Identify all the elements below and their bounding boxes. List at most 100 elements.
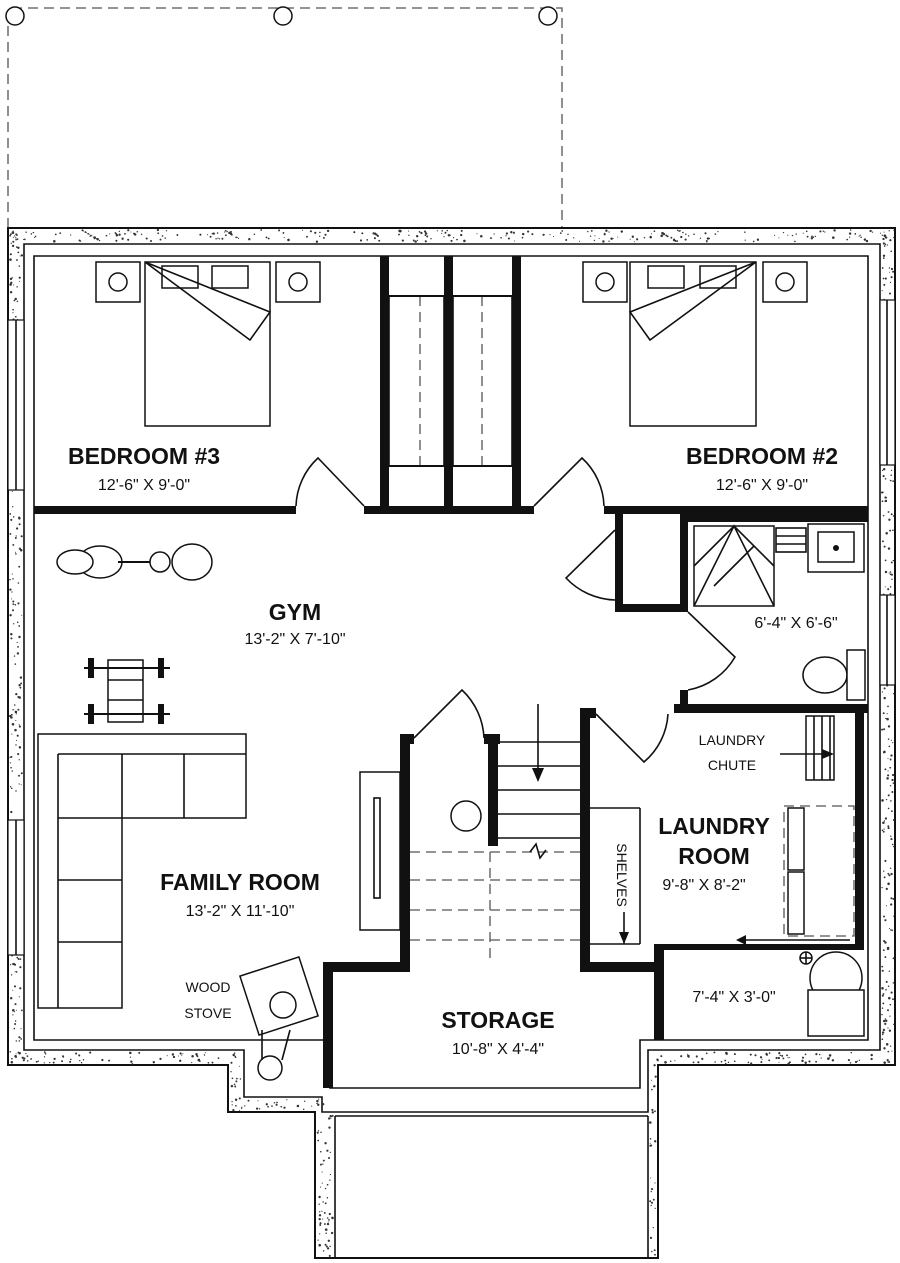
concrete-speckle <box>150 240 152 242</box>
concrete-speckle <box>559 232 562 234</box>
concrete-speckle <box>636 238 639 241</box>
concrete-speckle <box>850 1051 853 1054</box>
concrete-speckle <box>750 1062 753 1065</box>
concrete-speckle <box>493 233 495 235</box>
concrete-speckle <box>18 1052 21 1055</box>
concrete-speckle <box>13 985 17 988</box>
foundation-wall <box>7 227 896 1259</box>
concrete-speckle <box>62 1055 64 1058</box>
concrete-speckle <box>105 234 108 237</box>
concrete-speckle <box>887 825 890 828</box>
concrete-speckle <box>328 1157 330 1159</box>
concrete-speckle <box>883 876 886 879</box>
concrete-speckle <box>643 236 646 239</box>
concrete-speckle <box>14 1011 16 1013</box>
concrete-speckle <box>795 233 797 235</box>
concrete-speckle <box>882 712 885 715</box>
concrete-speckle <box>12 308 14 311</box>
concrete-speckle <box>11 244 15 248</box>
concrete-speckle <box>651 1111 654 1114</box>
concrete-speckle <box>881 691 884 693</box>
concrete-speckle <box>779 1054 782 1057</box>
concrete-speckle <box>787 1062 790 1065</box>
concrete-speckle <box>856 1060 859 1062</box>
concrete-speckle <box>203 1054 206 1056</box>
concrete-speckle <box>17 246 20 250</box>
concrete-speckle <box>230 1071 232 1073</box>
concrete-speckle <box>651 1088 653 1091</box>
concrete-speckle <box>884 1022 887 1025</box>
concrete-speckle <box>608 240 610 242</box>
concrete-speckle <box>892 998 894 1001</box>
bed-bedroom2 <box>582 261 808 427</box>
wood-stove <box>238 955 320 1081</box>
concrete-speckle <box>510 231 513 234</box>
concrete-speckle <box>325 1232 327 1235</box>
concrete-speckle <box>318 1243 321 1247</box>
concrete-speckle <box>161 235 164 237</box>
concrete-speckle <box>322 1201 324 1203</box>
concrete-speckle <box>603 233 606 236</box>
concrete-speckle <box>815 1053 818 1056</box>
concrete-speckle <box>15 553 17 555</box>
concrete-speckle <box>424 232 428 235</box>
concrete-speckle <box>15 237 17 239</box>
concrete-speckle <box>10 518 13 521</box>
concrete-speckle <box>889 529 892 532</box>
concrete-speckle <box>704 232 707 235</box>
concrete-speckle <box>361 232 364 235</box>
concrete-speckle <box>887 725 891 728</box>
concrete-speckle <box>9 234 11 237</box>
concrete-speckle <box>565 239 568 241</box>
concrete-speckle <box>892 515 895 517</box>
concrete-speckle <box>705 1052 708 1055</box>
concrete-speckle <box>318 1217 321 1221</box>
concrete-speckle <box>131 1063 134 1065</box>
concrete-speckle <box>18 724 20 726</box>
concrete-speckle <box>181 1054 183 1056</box>
concrete-speckle <box>812 236 815 239</box>
concrete-speckle <box>11 231 15 234</box>
concrete-speckle <box>650 1188 654 1191</box>
concrete-speckle <box>590 230 593 232</box>
concrete-speckle <box>20 1009 23 1012</box>
concrete-speckle <box>889 1015 891 1017</box>
concrete-speckle <box>22 238 25 241</box>
concrete-speckle <box>14 1023 17 1025</box>
concrete-speckle <box>882 821 885 824</box>
concrete-speckle <box>15 234 18 236</box>
concrete-speckle <box>654 1110 656 1113</box>
concrete-speckle <box>10 242 12 244</box>
concrete-speckle <box>724 1059 727 1062</box>
concrete-speckle <box>17 695 20 699</box>
concrete-speckle <box>882 277 885 280</box>
concrete-speckle <box>20 682 23 685</box>
concrete-speckle <box>280 1105 283 1108</box>
concrete-speckle <box>654 1182 656 1184</box>
concrete-speckle <box>166 1055 168 1057</box>
concrete-speckle <box>692 1061 695 1064</box>
concrete-speckle <box>16 300 19 303</box>
concrete-speckle <box>846 238 849 241</box>
concrete-speckle <box>890 276 893 279</box>
concrete-speckle <box>892 915 895 917</box>
concrete-speckle <box>886 244 889 246</box>
concrete-speckle <box>70 1058 72 1061</box>
concrete-speckle <box>881 1013 883 1016</box>
concrete-speckle <box>888 267 891 269</box>
concrete-speckle <box>15 719 17 721</box>
concrete-speckle <box>11 770 14 772</box>
concrete-speckle <box>891 578 893 580</box>
concrete-speckle <box>542 233 545 236</box>
concrete-speckle <box>891 791 894 793</box>
concrete-speckle <box>888 874 891 877</box>
concrete-speckle <box>176 234 179 236</box>
concrete-speckle <box>326 1183 329 1186</box>
concrete-speckle <box>890 897 893 900</box>
concrete-speckle <box>674 239 677 242</box>
concrete-speckle <box>207 234 209 236</box>
concrete-speckle <box>863 238 867 241</box>
concrete-speckle <box>215 238 217 240</box>
concrete-speckle <box>209 235 212 238</box>
concrete-speckle <box>891 843 894 846</box>
